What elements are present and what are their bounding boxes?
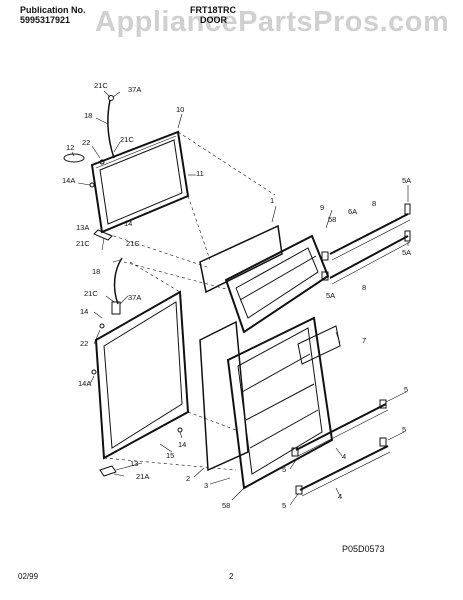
publication-number: 5995317921 xyxy=(20,15,71,25)
part-5-cap-1 xyxy=(379,399,387,409)
part-22-upper-screw xyxy=(99,159,105,165)
part-7-bin xyxy=(297,325,341,365)
footer-page-number: 2 xyxy=(229,572,234,581)
lower-gasket-frame xyxy=(94,290,190,460)
part-5-cap-4 xyxy=(295,485,303,495)
callout-label: 58 xyxy=(222,501,230,510)
part-37a-upper-fitting xyxy=(108,95,114,101)
callout-label: 13 xyxy=(130,459,138,468)
callout-label: 1 xyxy=(270,196,274,205)
upper-gasket-frame xyxy=(90,130,190,234)
part-5-cap-2 xyxy=(379,437,387,447)
callout-label: 6A xyxy=(348,207,357,216)
part-6a-cap xyxy=(321,251,329,261)
callout-label: 37A xyxy=(128,85,141,94)
callout-label: 5 xyxy=(404,385,408,394)
callout-label: 21C xyxy=(84,289,98,298)
part-14-lower-plug xyxy=(177,427,183,433)
callout-label: 2 xyxy=(186,474,190,483)
lower-door-liner xyxy=(226,316,341,490)
part-5a-end-cap-mid xyxy=(404,230,411,242)
part-37a-lower-fitting xyxy=(111,301,121,315)
callout-label: 21A xyxy=(136,472,149,481)
model-number: FRT18TRC xyxy=(190,5,237,15)
callout-label: 12 xyxy=(66,143,74,152)
part-8-upper-rail xyxy=(329,213,409,255)
callout-label: 5 xyxy=(282,465,286,474)
part-1-upper-panel xyxy=(199,224,283,294)
section-title: DOOR xyxy=(200,15,227,25)
callout-label: 9 xyxy=(320,203,324,212)
callout-label: 5 xyxy=(402,425,406,434)
callout-label: 22 xyxy=(80,339,88,348)
part-18-lower-hose xyxy=(113,257,123,305)
part-5a-cap-lower xyxy=(321,271,329,281)
part-12-oval xyxy=(63,153,85,163)
callout-label: 14A xyxy=(78,379,91,388)
diagram-artwork xyxy=(63,90,411,506)
callout-label: 22 xyxy=(82,138,90,147)
watermark: AppliancePartsPros.com xyxy=(95,6,450,38)
part-5a-end-cap-top xyxy=(404,203,411,215)
part-18-upper-hose xyxy=(107,99,115,159)
callout-label: 13A xyxy=(76,223,89,232)
projection-lines-upper xyxy=(101,131,276,291)
callout-label: 11 xyxy=(196,169,204,178)
projection-lines-lower xyxy=(103,261,237,471)
callout-label: 21C xyxy=(120,135,134,144)
callout-label: 3 xyxy=(204,481,208,490)
part-8-lower-rail xyxy=(329,235,409,279)
part-22-lower-screw xyxy=(99,323,105,329)
part-14a-upper-plug xyxy=(89,182,95,188)
callout-label: 8 xyxy=(372,199,376,208)
callout-label: 21C xyxy=(76,239,90,248)
callout-label: 5A xyxy=(402,248,411,257)
callout-label: 5A xyxy=(402,176,411,185)
part-13-lower-bracket xyxy=(99,465,117,477)
callout-label: 4 xyxy=(338,492,342,501)
part-13a-upper-bracket xyxy=(93,229,113,241)
callout-label: 37A xyxy=(128,293,141,302)
callout-label: 5 xyxy=(282,501,286,510)
part-4-upper-rail xyxy=(295,403,387,451)
callout-label: 5A xyxy=(326,291,335,300)
callout-label: 10 xyxy=(176,105,184,114)
callout-label: 21C xyxy=(126,239,140,248)
callout-label: 7 xyxy=(362,336,366,345)
callout-label: 15 xyxy=(166,451,174,460)
callout-label: 21C xyxy=(94,81,108,90)
leader-lines xyxy=(71,90,409,506)
callout-label: 14 xyxy=(80,307,88,316)
callout-label: 18 xyxy=(92,267,100,276)
part-4-lower-rail xyxy=(299,445,389,491)
callout-label: 18 xyxy=(84,111,92,120)
diagram-code: P05D0573 xyxy=(342,544,385,554)
publication-label: Publication No. xyxy=(20,5,86,15)
callout-label: 8 xyxy=(362,283,366,292)
callout-label: 58 xyxy=(328,215,336,224)
callout-label: 14 xyxy=(178,440,186,449)
callout-labels: 21C 37A 18 10 22 21C 12 14A 11 13A 14 21… xyxy=(62,81,411,510)
callout-label: 14A xyxy=(62,176,75,185)
callout-label: 14 xyxy=(124,219,132,228)
part-2-lower-panel xyxy=(199,320,249,472)
footer-date: 02/99 xyxy=(18,572,39,581)
callout-label: 4 xyxy=(342,452,346,461)
part-14a-lower-plug xyxy=(91,369,97,375)
part-5-cap-3 xyxy=(291,447,299,457)
